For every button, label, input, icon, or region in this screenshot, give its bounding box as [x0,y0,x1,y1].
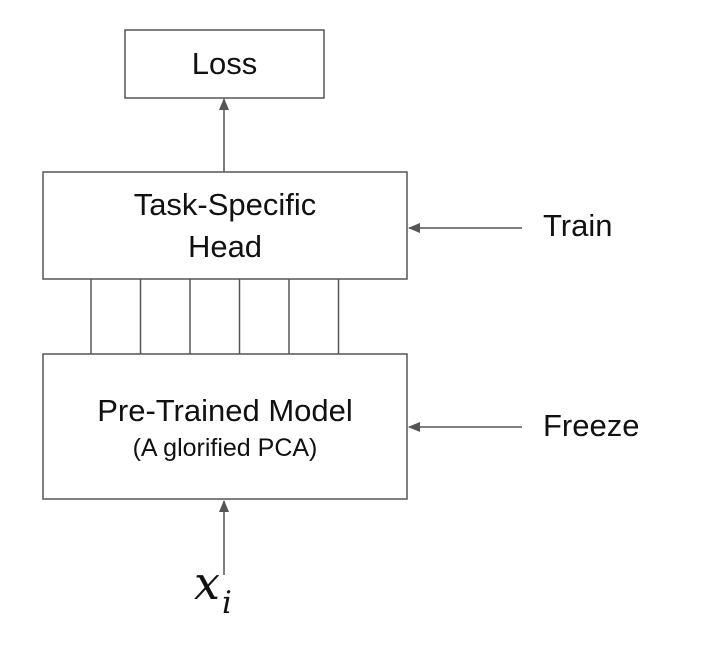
freeze-label: Freeze [543,408,640,443]
task-specific-head-box [42,171,408,280]
input-variable-subscript: i [221,585,232,621]
train-label: Train [543,208,613,243]
input-variable-base: x [194,556,220,610]
input-variable: xi [194,556,232,621]
pre-trained-model-box [42,353,408,500]
loss-box [124,29,325,99]
connector-lines [90,279,340,354]
